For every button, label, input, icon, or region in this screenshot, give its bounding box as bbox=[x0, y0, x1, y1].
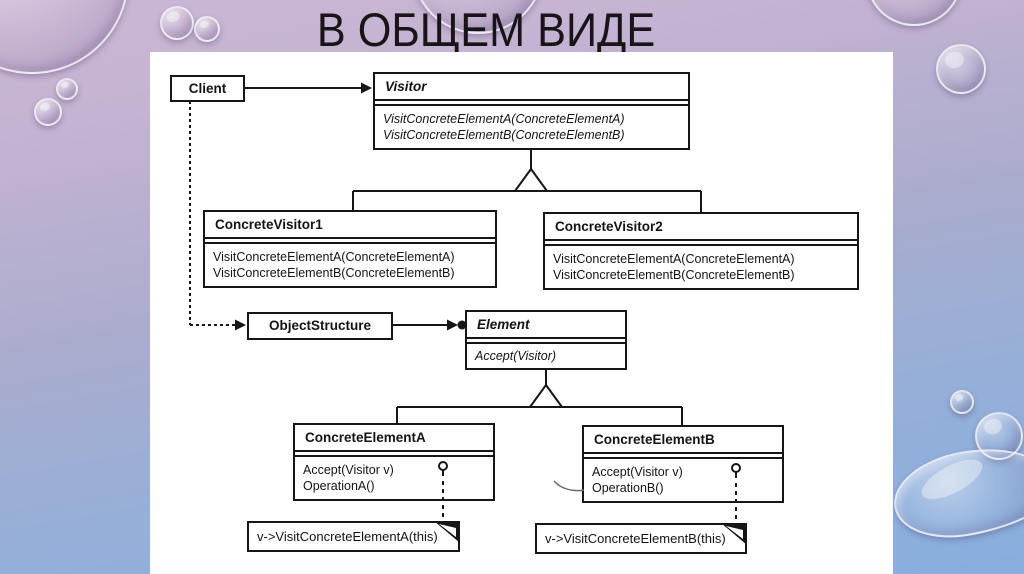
class-box-visitor: Visitor VisitConcreteElementA(ConcreteEl… bbox=[373, 72, 690, 150]
class-title: Visitor bbox=[375, 74, 688, 101]
note-text: v->VisitConcreteElementA(this) bbox=[257, 529, 438, 544]
class-title: ObjectStructure bbox=[268, 318, 372, 333]
objectstructure-to-element-arrow bbox=[393, 319, 467, 331]
scan-artifact bbox=[553, 480, 585, 492]
bubble-decoration bbox=[34, 98, 62, 126]
code-note-a: v->VisitConcreteElementA(this) bbox=[247, 521, 460, 552]
bubble-decoration bbox=[56, 78, 78, 100]
dogear-icon bbox=[434, 521, 460, 543]
class-box-element: Element Accept(Visitor) bbox=[465, 310, 627, 370]
class-title: Element bbox=[467, 312, 625, 339]
class-method: VisitConcreteElementB(ConcreteElementB) bbox=[553, 268, 795, 282]
class-method: Accept(Visitor) bbox=[475, 349, 557, 363]
bubble-decoration bbox=[160, 6, 194, 40]
dogear-icon bbox=[721, 523, 747, 545]
class-method: VisitConcreteElementA(ConcreteElementA) bbox=[213, 250, 455, 264]
element-inheritance-triangle bbox=[396, 370, 683, 425]
bubble-decoration bbox=[194, 16, 220, 42]
bubble-decoration bbox=[936, 44, 986, 94]
class-title: ConcreteElementA bbox=[295, 425, 493, 452]
class-box-concrete-element-b: ConcreteElementB Accept(Visitor v) Opera… bbox=[582, 425, 784, 503]
class-method: VisitConcreteElementA(ConcreteElementA) bbox=[553, 252, 795, 266]
class-method: OperationB() bbox=[592, 481, 664, 495]
class-title: ConcreteElementB bbox=[584, 427, 782, 454]
class-method: Accept(Visitor v) bbox=[592, 465, 683, 479]
class-method: OperationA() bbox=[303, 479, 375, 493]
class-method: Accept(Visitor v) bbox=[303, 463, 394, 477]
class-box-client: Client bbox=[170, 75, 245, 102]
diagram-panel: Client Visitor VisitConcreteElementA(Con… bbox=[150, 52, 893, 574]
class-box-concrete-visitor-1: ConcreteVisitor1 VisitConcreteElementA(C… bbox=[203, 210, 497, 288]
class-title: ConcreteVisitor1 bbox=[205, 212, 495, 239]
class-box-concrete-element-a: ConcreteElementA Accept(Visitor v) Opera… bbox=[293, 423, 495, 501]
class-method: VisitConcreteElementB(ConcreteElementB) bbox=[383, 128, 625, 142]
class-box-concrete-visitor-2: ConcreteVisitor2 VisitConcreteElementA(C… bbox=[543, 212, 859, 290]
note-text: v->VisitConcreteElementB(this) bbox=[545, 531, 726, 546]
class-title: ConcreteVisitor2 bbox=[545, 214, 857, 241]
class-method: VisitConcreteElementA(ConcreteElementA) bbox=[383, 112, 625, 126]
class-box-object-structure: ObjectStructure bbox=[247, 312, 393, 340]
visitor-inheritance-triangle bbox=[352, 150, 702, 212]
slide-title: В ОБЩЕМ ВИДЕ bbox=[316, 3, 656, 56]
bubble-decoration bbox=[886, 436, 1024, 548]
code-note-b: v->VisitConcreteElementB(this) bbox=[535, 523, 747, 554]
class-title: Client bbox=[188, 81, 227, 96]
bubble-decoration bbox=[950, 390, 974, 414]
class-method: VisitConcreteElementB(ConcreteElementB) bbox=[213, 266, 455, 280]
client-to-visitor-arrow bbox=[245, 82, 372, 94]
